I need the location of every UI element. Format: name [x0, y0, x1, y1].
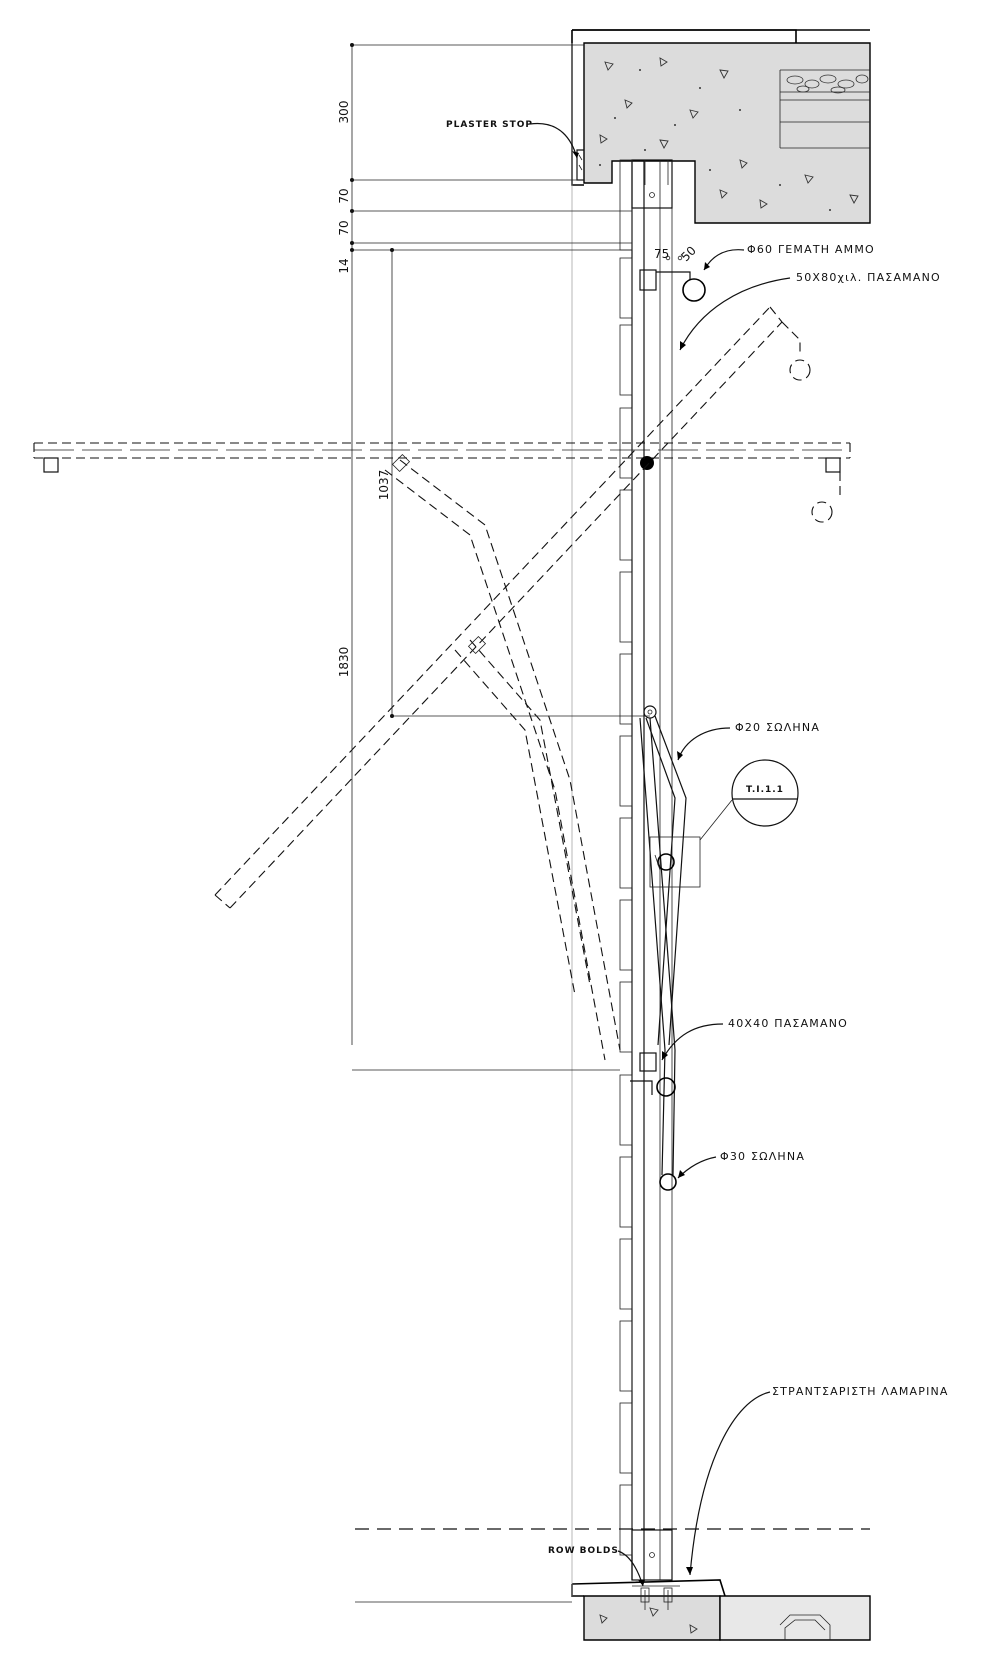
- dim-75: 75: [654, 247, 669, 261]
- callout-plaster-stop: PLASTER STOP: [446, 120, 533, 130]
- dim-1037: 1037: [377, 470, 391, 501]
- callouts: PLASTER STOP Φ60 ΓΕΜΑΤΗ ΑΜΜΟ 50Χ80χιλ. Π…: [446, 120, 949, 1587]
- pivot-point: [640, 456, 654, 470]
- dim-70-upper: 70: [337, 188, 351, 203]
- lever-mechanism: [630, 705, 701, 1191]
- dim-70-lower: 70: [337, 220, 351, 235]
- open-horizontal-position: [33, 442, 851, 523]
- callout-flat-40x40: 40Χ40 ΠΑΣΑΜΑΝΟ: [728, 1017, 848, 1030]
- callout-flat-50x80: 50Χ80χιλ. ΠΑΣΑΜΑΝΟ: [796, 271, 941, 284]
- detail-reference-bubble: T.I.1.1: [699, 759, 799, 841]
- floor-level-lines: [355, 1528, 870, 1603]
- aggregate-marks: [599, 57, 859, 209]
- top-rail-bracket: [639, 255, 706, 302]
- dimension-values: 300 70 70 14 1037 1830 75 50: [337, 101, 699, 678]
- dim-1830: 1830: [337, 647, 351, 678]
- aggregate-dots: [599, 69, 831, 211]
- callout-row-bolds: ROW BOLDS: [548, 1546, 619, 1556]
- top-concrete-slab: [571, 29, 871, 224]
- panel-segments: [619, 159, 633, 1556]
- detail-reference-label: T.I.1.1: [746, 785, 784, 795]
- swing-tag-marks: [391, 453, 487, 655]
- bottom-concrete-slab: [571, 1579, 871, 1641]
- dimension-chain: [350, 43, 650, 1071]
- dim-300: 300: [337, 101, 351, 124]
- callout-phi20: Φ20 ΣΩΛΗΝΑ: [735, 721, 820, 734]
- callout-phi60: Φ60 ΓΕΜΑΤΗ ΑΜΜΟ: [747, 243, 875, 256]
- gravel-fill: [786, 74, 869, 94]
- bottom-bolts: [632, 1585, 680, 1603]
- dim-50: 50: [678, 243, 699, 264]
- open-diagonal-position: [214, 306, 811, 1061]
- callout-perforated-sheet: ΣΤΡΑΝΤΣΑΡΙΣΤΗ ΛΑΜΑΡΙΝΑ: [772, 1385, 949, 1398]
- callout-phi30: Φ30 ΣΩΛΗΝΑ: [720, 1150, 805, 1163]
- dim-14: 14: [337, 258, 351, 273]
- vertical-frame: [571, 43, 673, 1610]
